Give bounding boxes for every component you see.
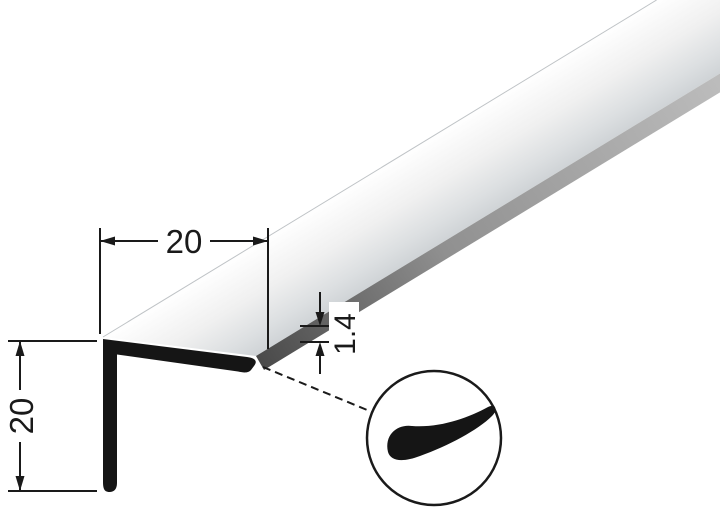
dim-height-label-mask: [4, 390, 38, 442]
profile-top-face: [103, 0, 720, 356]
dim-width-arrow-left: [100, 236, 115, 246]
dim-thickness-arrow-up: [315, 342, 325, 356]
dim-height-label: 20: [3, 398, 40, 435]
profile-cross-section: [103, 339, 256, 493]
dim-thickness-label-mask: [329, 302, 359, 366]
detail-cross-section-shape: [387, 405, 496, 461]
dimension-arrowheads: [15, 236, 325, 491]
dim-thickness-arrow-down: [315, 312, 325, 326]
dim-thickness-label: 1.4: [329, 313, 362, 355]
dim-height-label-group: 20: [3, 390, 40, 442]
dim-height-arrow-bottom: [15, 476, 25, 491]
leader-dashed-line: [262, 366, 373, 413]
dim-width-label-mask: [158, 224, 210, 258]
profile-edge-strip: [256, 73, 720, 370]
dim-thickness-label-group: 1.4: [329, 302, 362, 366]
dimension-labels: 20 20 1.4: [3, 223, 362, 442]
dim-height-arrow-top: [15, 341, 25, 356]
dim-width-arrow-right: [253, 236, 268, 246]
profile-top-edge-line: [102, 0, 657, 338]
dim-width-label: 20: [166, 223, 203, 260]
